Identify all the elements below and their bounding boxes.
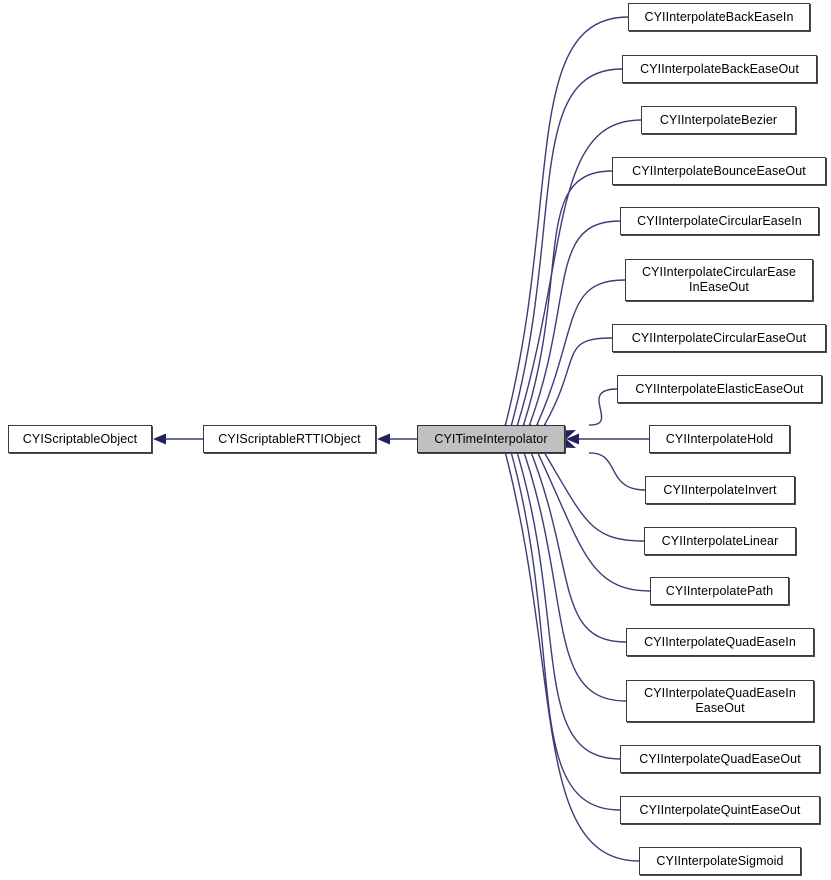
edge-to-CYIInterpolateLinear — [538, 442, 645, 542]
class-node-CYIInterpolateBounceEaseOut[interactable]: CYIInterpolateBounceEaseOut — [612, 157, 826, 185]
class-node-CYIInterpolateQuadEaseInEaseOut[interactable]: CYIInterpolateQuadEaseIn EaseOut — [626, 680, 814, 722]
class-node-label: CYIInterpolateBezier — [659, 112, 778, 127]
class-node-label: CYIInterpolateLinear — [661, 533, 779, 548]
class-node-label: CYIInterpolatePath — [665, 583, 774, 598]
class-node-CYIInterpolateCircularEaseIn[interactable]: CYIInterpolateCircularEaseIn — [620, 207, 819, 235]
class-node-label: CYIInterpolateQuadEaseIn EaseOut — [644, 686, 796, 715]
edge-to-CYIInterpolateCircularEaseInEaseOut — [531, 279, 626, 436]
edge-to-CYIInterpolateCircularEaseIn — [524, 220, 621, 436]
class-node-label: CYIInterpolateInvert — [663, 482, 777, 497]
class-node-CYIInterpolateLinear[interactable]: CYIInterpolateLinear — [644, 527, 796, 555]
class-node-CYIInterpolateCircularEaseOut[interactable]: CYIInterpolateCircularEaseOut — [612, 324, 826, 352]
arrowhead-scriptable-object — [153, 433, 166, 445]
class-node-label: CYIInterpolateQuintEaseOut — [639, 802, 801, 817]
class-node-CYIScriptableObject[interactable]: CYIScriptableObject — [8, 425, 152, 453]
edge-to-CYIInterpolateBackEaseOut — [507, 68, 623, 437]
class-node-label: CYITimeInterpolator — [434, 431, 548, 446]
class-node-CYIInterpolateSigmoid[interactable]: CYIInterpolateSigmoid — [639, 847, 801, 875]
class-node-label: CYIInterpolateQuadEaseIn — [644, 634, 796, 649]
class-node-label: CYIInterpolateBounceEaseOut — [632, 163, 806, 178]
class-node-label: CYIInterpolateElasticEaseOut — [635, 381, 804, 396]
arrowhead-CYIInterpolateHold — [566, 433, 579, 445]
edge-to-CYIInterpolateBounceEaseOut — [519, 170, 613, 437]
class-node-label: CYIInterpolateCircularEaseOut — [631, 330, 807, 345]
class-node-CYIInterpolateCircularEaseInEaseOut[interactable]: CYIInterpolateCircularEase InEaseOut — [625, 259, 813, 301]
edge-to-CYIInterpolateQuadEaseOut — [513, 441, 621, 760]
class-node-CYIScriptableRTTIObject[interactable]: CYIScriptableRTTIObject — [203, 425, 376, 453]
edge-to-CYIInterpolateSigmoid — [501, 441, 640, 862]
class-node-label: CYIInterpolateQuadEaseOut — [639, 751, 801, 766]
edge-to-CYIInterpolateQuadEaseInEaseOut — [519, 441, 627, 702]
edge-to-CYIInterpolateCircularEaseOut — [538, 337, 613, 436]
edge-to-CYIInterpolateQuintEaseOut — [507, 441, 621, 811]
class-node-CYIInterpolateInvert[interactable]: CYIInterpolateInvert — [645, 476, 795, 504]
class-node-CYITimeInterpolator[interactable]: CYITimeInterpolator — [417, 425, 565, 453]
edge-to-CYIInterpolateElasticEaseOut — [588, 388, 618, 426]
class-node-label: CYIInterpolateBackEaseIn — [644, 9, 794, 24]
class-node-CYIInterpolatePath[interactable]: CYIInterpolatePath — [650, 577, 789, 605]
edge-to-CYIInterpolateInvert — [588, 452, 646, 491]
class-node-label: CYIInterpolateCircularEaseIn — [637, 213, 802, 228]
class-node-CYIInterpolateBezier[interactable]: CYIInterpolateBezier — [641, 106, 796, 134]
edge-to-CYIInterpolateQuadEaseIn — [526, 442, 627, 643]
class-node-CYIInterpolateBackEaseOut[interactable]: CYIInterpolateBackEaseOut — [622, 55, 817, 83]
class-node-label: CYIInterpolateCircularEase InEaseOut — [641, 265, 797, 294]
arrowhead-scriptable-rtti-object — [377, 433, 390, 445]
class-node-label: CYIScriptableRTTIObject — [218, 431, 361, 446]
class-node-label: CYIInterpolateSigmoid — [656, 853, 784, 868]
class-node-CYIInterpolateHold[interactable]: CYIInterpolateHold — [649, 425, 790, 453]
class-node-CYIInterpolateQuadEaseOut[interactable]: CYIInterpolateQuadEaseOut — [620, 745, 820, 773]
edge-to-CYIInterpolateBackEaseIn — [501, 16, 629, 437]
class-node-label: CYIInterpolateHold — [665, 431, 774, 446]
class-node-CYIInterpolateBackEaseIn[interactable]: CYIInterpolateBackEaseIn — [628, 3, 810, 31]
class-node-CYIInterpolateQuintEaseOut[interactable]: CYIInterpolateQuintEaseOut — [620, 796, 820, 824]
class-node-CYIInterpolateQuadEaseIn[interactable]: CYIInterpolateQuadEaseIn — [626, 628, 814, 656]
class-node-label: CYIScriptableObject — [22, 431, 138, 446]
class-node-CYIInterpolateElasticEaseOut[interactable]: CYIInterpolateElasticEaseOut — [617, 375, 822, 403]
edge-to-CYIInterpolatePath — [532, 442, 651, 592]
class-node-label: CYIInterpolateBackEaseOut — [640, 61, 799, 76]
